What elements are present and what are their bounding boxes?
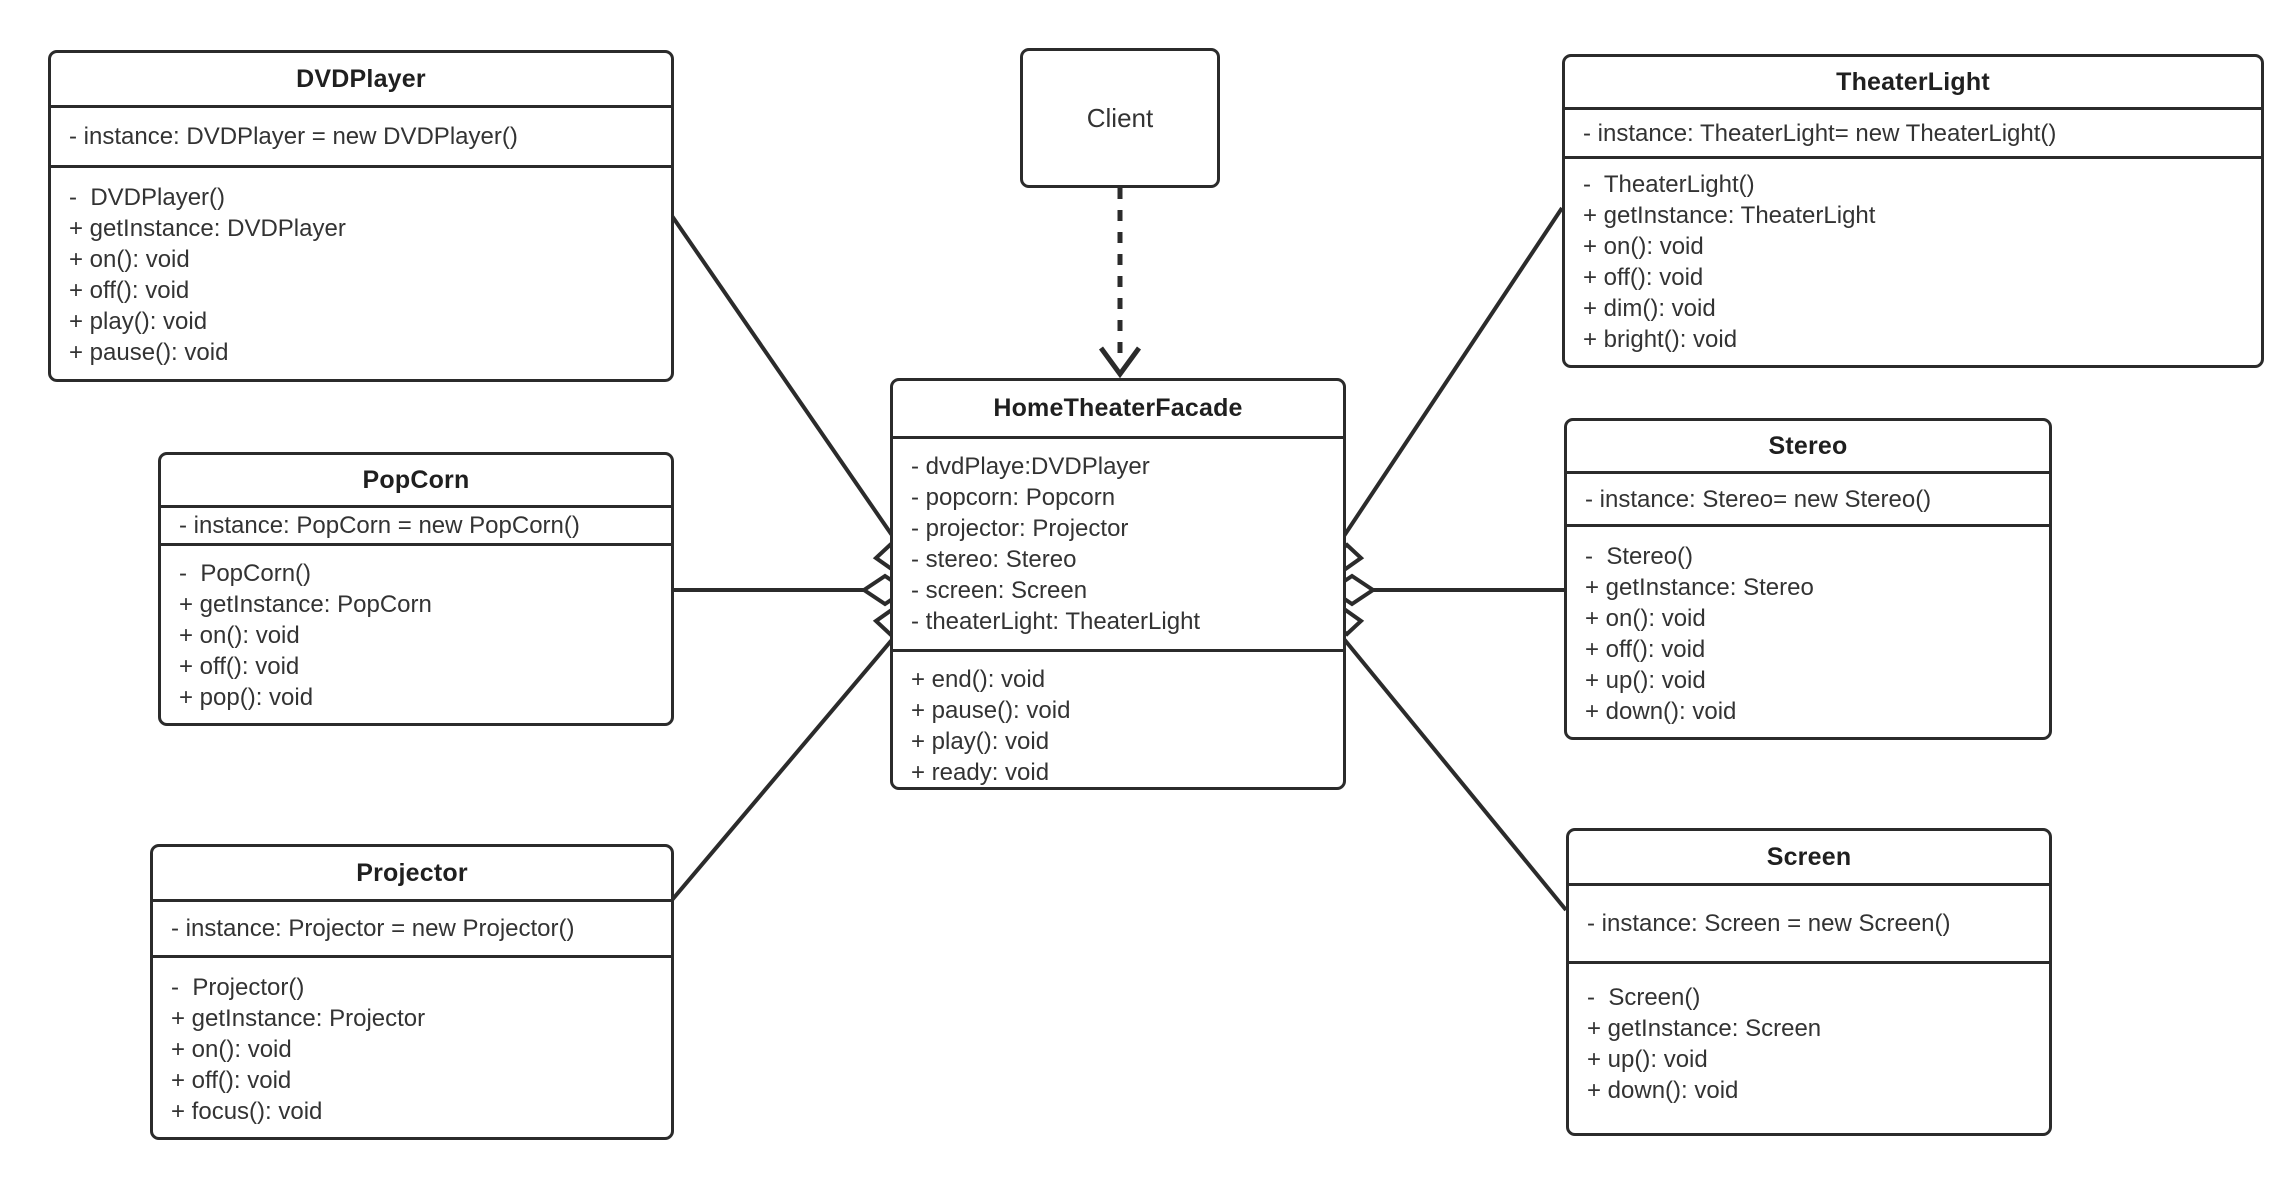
class-box-hometheaterfacade[interactable]: HomeTheaterFacade - dvdPlaye:DVDPlayer -… (890, 378, 1346, 790)
operation-line: - PopCorn() (179, 560, 312, 587)
operation-line: + off(): void (179, 653, 300, 680)
compartment-divider (1567, 524, 2049, 527)
attributes-compartment-hometheaterfacade: - dvdPlaye:DVDPlayer - popcorn: Popcorn … (893, 439, 1343, 649)
aggregation-theaterlight (1328, 206, 1564, 559)
operation-line: + bright(): void (1583, 326, 1738, 353)
compartment-divider (1569, 961, 2049, 964)
operation-line: + dim(): void (1583, 295, 1716, 322)
operation-line: + focus(): void (171, 1098, 323, 1125)
operations-compartment-popcorn: - PopCorn() + getInstance: PopCorn + on(… (161, 546, 671, 723)
operation-line: + off(): void (69, 277, 190, 304)
operation-line: + on(): void (171, 1036, 292, 1063)
operation-line: + play(): void (69, 308, 208, 335)
operation-line: - DVDPlayer() (69, 184, 226, 211)
class-name-projector: Projector (356, 858, 468, 887)
compartment-divider (1569, 883, 2049, 886)
class-name-hometheaterfacade: HomeTheaterFacade (993, 394, 1243, 422)
operation-line: + on(): void (179, 622, 300, 649)
class-box-screen[interactable]: Screen - instance: Screen = new Screen()… (1566, 828, 2052, 1136)
attribute-line: - instance: TheaterLight= new TheaterLig… (1583, 119, 2057, 147)
attribute-line: - instance: Projector = new Projector() (171, 915, 575, 942)
compartment-divider (1565, 107, 2261, 110)
operation-line: + end(): void (911, 666, 1046, 693)
class-box-theaterlight[interactable]: TheaterLight - instance: TheaterLight= n… (1562, 54, 2264, 368)
operation-line: + on(): void (1583, 233, 1704, 260)
class-box-dvdplayer[interactable]: DVDPlayer - instance: DVDPlayer = new DV… (48, 50, 674, 382)
compartment-divider (153, 899, 671, 902)
compartment-divider (51, 165, 671, 168)
operations-compartment-screen: - Screen() + getInstance: Screen + up():… (1569, 964, 2049, 1133)
class-name-popcorn: PopCorn (362, 465, 470, 494)
attribute-line: - instance: DVDPlayer = new DVDPlayer() (69, 123, 518, 150)
attribute-line: - stereo: Stereo (911, 546, 1077, 573)
operation-line: + down(): void (1587, 1077, 1739, 1104)
class-box-stereo[interactable]: Stereo - instance: Stereo= new Stereo() … (1564, 418, 2052, 740)
attributes-compartment-dvdplayer: - instance: DVDPlayer = new DVDPlayer() (51, 108, 671, 165)
operations-compartment-hometheaterfacade: + end(): void + pause(): void + play(): … (893, 652, 1343, 787)
operation-line: + down(): void (1585, 698, 1737, 725)
operation-line: + getInstance: Screen (1587, 1015, 1822, 1042)
attribute-line: - instance: Stereo= new Stereo() (1585, 485, 1932, 513)
aggregation-dvdplayer (670, 214, 909, 559)
attributes-compartment-screen: - instance: Screen = new Screen() (1569, 886, 2049, 961)
compartment-divider (51, 105, 671, 108)
compartment-divider (161, 505, 671, 508)
operation-line: - TheaterLight() (1583, 171, 1755, 198)
attribute-line: - theaterLight: TheaterLight (911, 608, 1201, 635)
operation-line: + play(): void (911, 728, 1050, 755)
class-box-popcorn[interactable]: PopCorn - instance: PopCorn = new PopCor… (158, 452, 674, 726)
compartment-divider (153, 955, 671, 958)
operation-line: - Projector() (171, 974, 305, 1001)
operation-line: + getInstance: PopCorn (179, 591, 432, 618)
attribute-line: - dvdPlaye:DVDPlayer (911, 453, 1150, 480)
operation-line: + off(): void (1585, 636, 1706, 663)
client-box[interactable]: Client (1020, 48, 1220, 188)
operation-line: + on(): void (69, 246, 190, 273)
operation-line: + off(): void (171, 1067, 292, 1094)
attributes-compartment-theaterlight: - instance: TheaterLight= new TheaterLig… (1565, 110, 2261, 156)
operations-compartment-theaterlight: - TheaterLight() + getInstance: TheaterL… (1565, 159, 2261, 365)
aggregation-screen (1328, 620, 1568, 912)
operation-line: + pop(): void (179, 684, 314, 711)
class-box-projector[interactable]: Projector - instance: Projector = new Pr… (150, 844, 674, 1140)
operation-line: + getInstance: TheaterLight (1583, 202, 1876, 229)
attribute-line: - instance: PopCorn = new PopCorn() (179, 512, 580, 539)
client-label: Client (1086, 102, 1154, 133)
operation-line: + on(): void (1585, 605, 1706, 632)
operation-line: + pause(): void (911, 697, 1071, 724)
compartment-divider (1565, 156, 2261, 159)
operation-line: + up(): void (1585, 667, 1706, 694)
compartment-divider (893, 436, 1343, 439)
attributes-compartment-popcorn: - instance: PopCorn = new PopCorn() (161, 508, 671, 543)
class-name-theaterlight: TheaterLight (1836, 67, 1990, 96)
attribute-line: - projector: Projector (911, 515, 1129, 542)
operation-line: + getInstance: Stereo (1585, 574, 1814, 601)
attributes-compartment-projector: - instance: Projector = new Projector() (153, 902, 671, 955)
operations-compartment-projector: - Projector() + getInstance: Projector +… (153, 958, 671, 1137)
attribute-line: - popcorn: Popcorn (911, 484, 1116, 511)
operation-line: + getInstance: Projector (171, 1005, 426, 1032)
operation-line: + ready: void (911, 759, 1050, 786)
class-name-stereo: Stereo (1768, 431, 1848, 460)
operations-compartment-dvdplayer: - DVDPlayer() + getInstance: DVDPlayer +… (51, 168, 671, 379)
operations-compartment-stereo: - Stereo() + getInstance: Stereo + on():… (1567, 527, 2049, 737)
attribute-line: - instance: Screen = new Screen() (1587, 910, 1951, 937)
operation-line: + off(): void (1583, 264, 1704, 291)
compartment-divider (893, 649, 1343, 652)
class-name-screen: Screen (1766, 842, 1852, 871)
class-name-dvdplayer: DVDPlayer (296, 64, 426, 93)
dependency-arrowhead (1098, 346, 1142, 379)
attribute-line: - screen: Screen (911, 577, 1088, 604)
operation-line: - Screen() (1587, 984, 1701, 1011)
attributes-compartment-stereo: - instance: Stereo= new Stereo() (1567, 474, 2049, 524)
operation-line: + up(): void (1587, 1046, 1708, 1073)
operation-line: - Stereo() (1585, 543, 1694, 570)
operation-line: + pause(): void (69, 339, 229, 366)
compartment-divider (1567, 471, 2049, 474)
aggregation-projector (670, 620, 909, 902)
operation-line: + getInstance: DVDPlayer (69, 215, 346, 242)
compartment-divider (161, 543, 671, 546)
